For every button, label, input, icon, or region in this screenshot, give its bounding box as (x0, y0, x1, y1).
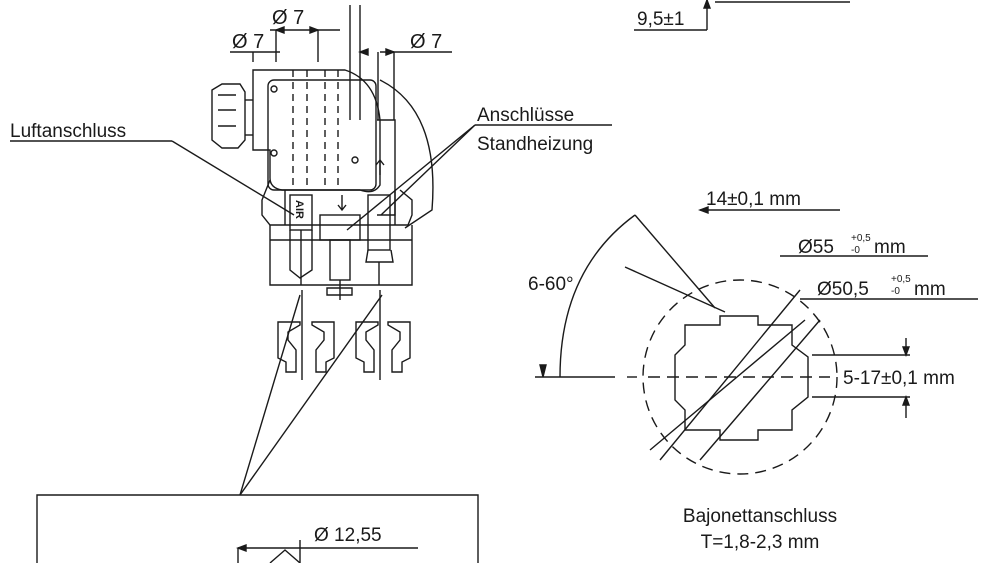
leader-lines (10, 124, 612, 496)
dim-top-left: Ø 7 (232, 31, 264, 53)
detail-box (36, 494, 479, 563)
bayonet-d50: Ø50,5 (817, 279, 869, 300)
label-air: AIR (293, 200, 305, 219)
label-anschluesse: Anschlüsse (477, 105, 574, 126)
bayonet-d50-tol-minus: -0 (891, 286, 900, 297)
bayonet-d55-unit: mm (874, 237, 906, 258)
bayonet-diagram (535, 205, 978, 475)
bayonet-d55-tol-plus: +0,5 (851, 233, 871, 244)
bayonet-d55-tol-minus: -0 (851, 245, 860, 256)
dim-top-center: Ø 7 (272, 7, 304, 29)
detail-box-dim: Ø 12,55 (314, 525, 382, 546)
device-body (211, 69, 434, 300)
clips (277, 290, 411, 380)
bayonet-dim-5-17: 5-17±0,1 mm (843, 368, 955, 389)
bayonet-angle: 6-60° (528, 274, 574, 295)
bayonet-caption-thickness: T=1,8-2,3 mm (701, 532, 820, 553)
bayonet-d50-unit: mm (914, 279, 946, 300)
bayonet-width-dim: 14±0,1 mm (706, 189, 801, 210)
dim-top-right: Ø 7 (410, 31, 442, 53)
bayonet-caption-title: Bajonettanschluss (683, 506, 837, 527)
dim-top-right-corner: 9,5±1 (637, 9, 684, 30)
label-standheizung: Standheizung (477, 134, 593, 155)
labels: Ø 7 Ø 7 Ø 7 9,5±1 Luftanschluss Anschlüs… (10, 7, 955, 553)
top-dimensions (230, 5, 452, 120)
label-luftanschluss: Luftanschluss (10, 121, 126, 142)
bayonet-d50-tol-plus: +0,5 (891, 274, 911, 285)
bayonet-d55: Ø55 (798, 237, 834, 258)
corner-dimension (634, 0, 850, 31)
